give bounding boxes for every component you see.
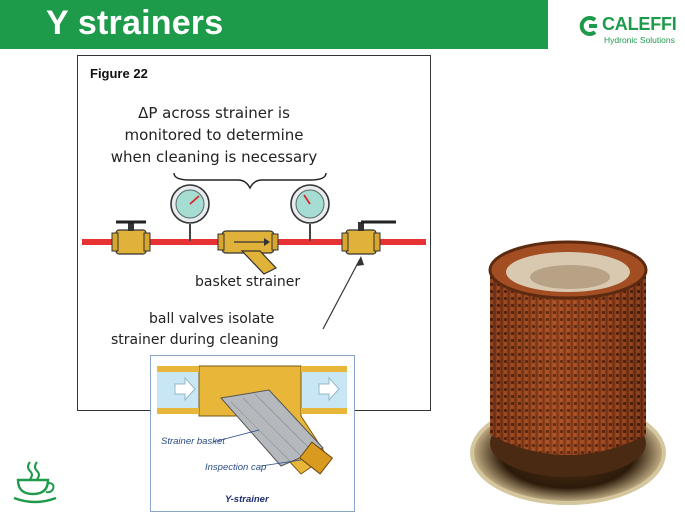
ball-valve-left xyxy=(111,220,151,255)
caleffi-logo: CALEFFI Hydronic Solutions xyxy=(578,12,678,48)
rusted-strainer-basket-photo xyxy=(470,240,666,505)
dp-text-line-1: ΔP across strainer is xyxy=(138,104,290,122)
figure-label: Figure 22 xyxy=(90,66,148,81)
ball-valve-right xyxy=(341,220,396,255)
figure-drawing xyxy=(82,172,426,330)
y-strainer-body xyxy=(217,230,279,275)
inspection-cap-label: Inspection cap xyxy=(205,462,267,473)
coffee-cup-icon xyxy=(13,461,57,504)
logo-subtitle: Hydronic Solutions xyxy=(604,35,675,45)
ball-valves-text-line-1: ball valves isolate xyxy=(149,311,275,327)
pressure-gauge-left xyxy=(170,184,210,224)
caleffi-logo-icon xyxy=(579,16,597,36)
basket-strainer-label: basket strainer xyxy=(195,274,301,290)
figure-box: Figure 22 ΔP across strainer is monitore… xyxy=(77,55,431,411)
slide-title: Y strainers xyxy=(46,4,224,42)
inset-title: Y-strainer xyxy=(225,494,269,505)
dp-text-line-3: when cleaning is necessary xyxy=(110,148,318,166)
cutaway-drawing xyxy=(151,356,354,511)
strainer-basket-label: Strainer basket xyxy=(161,436,225,447)
pressure-gauge-right xyxy=(290,184,330,224)
title-bar: Y strainers xyxy=(0,0,548,49)
dp-text-line-2: monitored to determine xyxy=(124,126,304,144)
ball-valves-text-line-2: strainer during cleaning xyxy=(111,332,279,348)
y-strainer-cutaway: Strainer basket Inspection cap Y-straine… xyxy=(150,355,355,512)
logo-name: CALEFFI xyxy=(602,14,677,34)
